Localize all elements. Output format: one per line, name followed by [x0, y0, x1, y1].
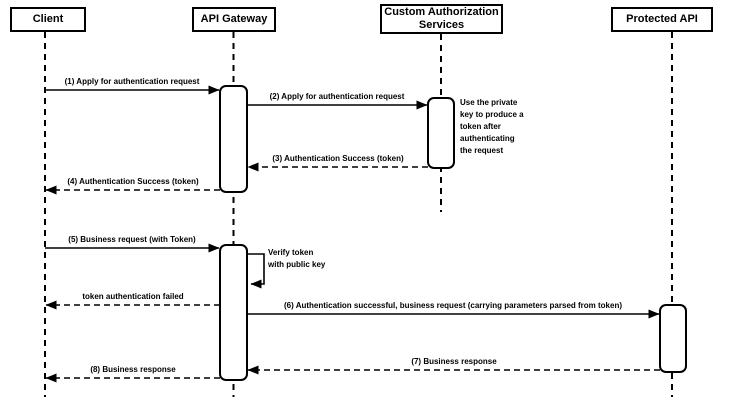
message-label-1: (1) Apply for authentication request [64, 77, 200, 86]
message-label-5: (5) Business request (with Token) [68, 235, 196, 244]
participant-label: API Gateway [200, 13, 268, 25]
message-label-7: (6) Authentication successful, business … [283, 301, 623, 310]
participant-box-client: Client [10, 7, 86, 32]
message-label-6: token authentication failed [82, 292, 184, 301]
activation-bar-api-gateway [219, 244, 248, 381]
participant-box-protected-api: Protected API [611, 7, 713, 32]
message-label-9: (8) Business response [90, 365, 176, 374]
participant-box-api-gateway: API Gateway [192, 7, 276, 32]
activation-bar-api-gateway [219, 85, 248, 193]
activation-bar-protected-api [659, 304, 687, 373]
message-label-2: (2) Apply for authentication request [269, 92, 405, 101]
participant-box-custom-authorization-services: Custom Authorization Services [380, 4, 503, 34]
participant-label: Custom Authorization Services [384, 6, 499, 31]
message-label-8: (7) Business response [411, 357, 497, 366]
message-label-3: (3) Authentication Success (token) [272, 154, 404, 163]
note-text: Use the private key to produce a token a… [460, 98, 524, 155]
self-message-arrow [247, 253, 265, 289]
participant-label: Client [32, 13, 64, 25]
self-message-label: Verify token with public key [268, 248, 326, 269]
activation-bar-custom-authorization-services [427, 97, 455, 169]
message-label-4: (4) Authentication Success (token) [67, 177, 199, 186]
participant-label: Protected API [626, 13, 698, 25]
